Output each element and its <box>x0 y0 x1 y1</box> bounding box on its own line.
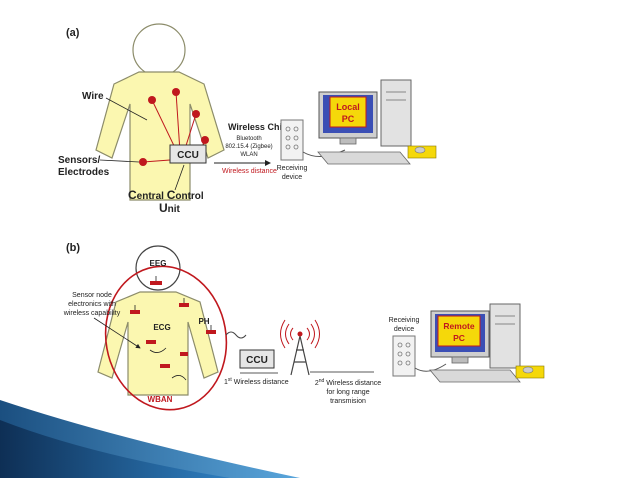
eeg-label: EEG <box>150 259 167 268</box>
local-pc-label-line2: PC <box>342 114 355 124</box>
torso-icon <box>97 291 219 396</box>
remote-pc-label-line1: Remote <box>443 321 474 331</box>
panel-a: (a) CCU Wire Sensors/ Electrod <box>58 23 437 215</box>
sensor-dots-a <box>139 88 209 166</box>
wban-ring <box>104 265 228 411</box>
sensor-icon <box>201 136 209 144</box>
ccu-box-b <box>239 349 275 369</box>
receiving-device-a <box>280 119 304 161</box>
second-distance-label-line3: transmision <box>330 398 366 405</box>
ccu-box-a <box>169 144 207 164</box>
sensor-node-icon <box>179 303 189 307</box>
sensor-node-label-line1: Sensor node <box>72 292 112 299</box>
first-distance-label: 1st Wireless distance <box>224 377 289 386</box>
receiving-device-b-line1: Receiving <box>389 317 420 324</box>
sensor-icon <box>139 158 147 166</box>
wlan-label: WLAN <box>240 152 257 158</box>
remote-pc-label-line2: PC <box>453 333 465 343</box>
sensor-node-icon <box>130 310 140 314</box>
sensor-node-label-line3: wireless capability <box>63 310 121 317</box>
wban-label: WBAN <box>148 395 173 404</box>
panel-b: (b) EEG ECG PH WBAN <box>63 242 545 411</box>
ecg-label: ECG <box>153 323 170 332</box>
sensor-icon <box>192 110 200 118</box>
ccu-fullname-line2: Unit <box>159 201 181 215</box>
ccu-box-a-label: CCU <box>177 150 199 161</box>
head-icon <box>132 23 186 77</box>
cable-b <box>414 363 447 372</box>
panel-b-label: (b) <box>66 242 80 254</box>
sensor-node-icon <box>206 330 216 334</box>
body-figure-b <box>97 245 219 396</box>
sensor-node-icon <box>150 281 162 285</box>
wire-leader-line <box>105 97 148 121</box>
body-figure-a <box>95 23 225 201</box>
wire-label: Wire <box>82 91 104 102</box>
ccu-leader-line <box>174 164 185 191</box>
sensor-nodes-b <box>130 281 216 368</box>
sensor-node-label-line2: electronics with <box>68 301 116 308</box>
wires-a <box>142 91 206 163</box>
ccu-box-b-label: CCU <box>246 355 268 366</box>
sensor-icon <box>148 96 156 104</box>
sensors-label-line2: Electrodes <box>58 167 110 178</box>
receiving-device-a-line1: Receiving <box>277 165 308 172</box>
receiving-device-b-line2: device <box>394 326 414 333</box>
receiving-device-b <box>392 335 416 377</box>
sensor-icon <box>172 88 180 96</box>
sensors-leader-line <box>99 159 140 163</box>
sensor-node-icon <box>160 364 170 368</box>
decorative-swoosh <box>0 400 300 478</box>
receiving-device-a-line2: device <box>282 174 302 181</box>
wireless-chip-label: Wireless Chip: <box>228 122 290 132</box>
second-distance-label-line1: 2nd Wireless distance <box>315 378 381 387</box>
second-distance-label-line2: for long range <box>326 389 369 396</box>
torso-icon <box>95 71 225 201</box>
panel-a-label: (a) <box>66 27 80 39</box>
sensor-node-icon <box>180 352 188 356</box>
wireless-wave-icon <box>225 331 247 339</box>
sensor-node-leader-line <box>93 317 141 349</box>
bluetooth-label: Bluetooth <box>236 136 261 142</box>
wireless-distance-label: Wireless distance <box>222 168 277 175</box>
sensors-label-line1: Sensors/ <box>58 155 100 166</box>
local-pc-label-bg <box>329 96 367 128</box>
local-pc-label-line1: Local <box>336 102 360 112</box>
antenna-tower-icon <box>280 319 320 376</box>
sensor-node-icon <box>146 340 156 344</box>
remote-pc-label-bg <box>437 315 481 347</box>
ccu-fullname-line1: Central Control <box>128 188 204 202</box>
zigbee-label: 802.15.4 (Zigbee) <box>225 144 272 150</box>
sensor-links-b <box>134 276 212 381</box>
head-icon <box>135 245 181 291</box>
ph-label: PH <box>198 317 209 326</box>
